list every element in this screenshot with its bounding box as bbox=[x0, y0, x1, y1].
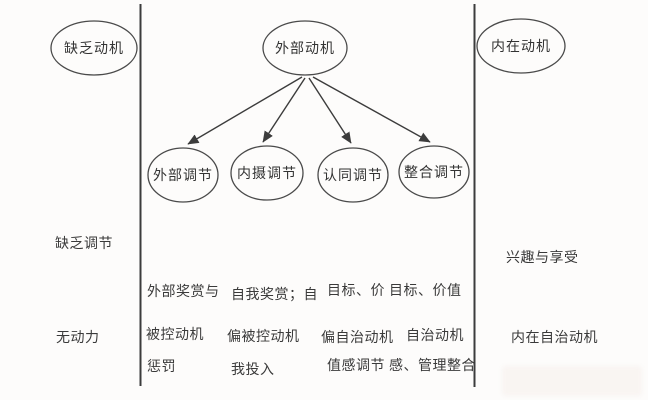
ellipse-amotivation bbox=[50, 20, 138, 76]
node-label-intrinsic-motivation: 内在动机 bbox=[491, 39, 551, 55]
node-label-introjected-regulation: 内摄调节 bbox=[237, 166, 297, 182]
arrow-to-external-regulation bbox=[187, 76, 303, 145]
arrow-to-introjected-regulation bbox=[262, 77, 306, 143]
label-goal-value-line2: 值感调节 bbox=[327, 358, 385, 374]
label-external-rewards-line2: 惩罚 bbox=[147, 359, 176, 375]
arrow-to-integrated-regulation bbox=[312, 76, 431, 143]
label-goal-value-line1: 目标、价 bbox=[327, 283, 385, 299]
label-mostly-autonomous-motivation: 偏自治动机 bbox=[321, 330, 394, 346]
label-lack-of-regulation: 缺乏调节 bbox=[55, 236, 113, 252]
ellipse-intrinsic-motivation bbox=[476, 18, 566, 74]
arrow-to-identified-regulation bbox=[308, 77, 352, 144]
label-interest-enjoyment: 兴趣与享受 bbox=[506, 250, 579, 266]
label-external-rewards-line1: 外部奖赏与 bbox=[147, 284, 220, 300]
label-autonomous-motivation: 自治动机 bbox=[406, 328, 464, 344]
label-goal-value-regulation: 目标、价 值感调节 bbox=[327, 229, 385, 400]
node-label-amotivation: 缺乏动机 bbox=[64, 41, 124, 57]
label-self-reward-line2: 我投入 bbox=[231, 362, 275, 378]
node-label-identified-regulation: 认同调节 bbox=[323, 168, 383, 184]
ellipse-identified-regulation bbox=[317, 147, 389, 203]
label-external-rewards: 外部奖赏与 惩罚 bbox=[147, 230, 220, 400]
ellipse-extrinsic-motivation bbox=[262, 20, 348, 76]
label-goal-value-integration: 目标、价值 感、管理整合 bbox=[389, 229, 476, 400]
label-mostly-controlled-motivation: 偏被控动机 bbox=[227, 329, 300, 345]
node-label-extrinsic-motivation: 外部动机 bbox=[275, 41, 335, 57]
watermark-smudge bbox=[502, 366, 642, 396]
label-controlled-motivation: 被控动机 bbox=[146, 327, 204, 343]
label-self-reward-line1: 自我奖赏；自 bbox=[231, 287, 318, 303]
node-label-external-regulation: 外部调节 bbox=[153, 168, 213, 184]
label-no-drive: 无动力 bbox=[56, 330, 100, 346]
label-goal-value-integration-line2: 感、管理整合 bbox=[389, 358, 476, 374]
label-self-reward: 自我奖赏；自 我投入 bbox=[231, 233, 318, 400]
ellipse-external-regulation bbox=[147, 147, 219, 203]
label-goal-value-integration-line1: 目标、价值 bbox=[389, 283, 462, 299]
node-label-integrated-regulation: 整合调节 bbox=[404, 165, 464, 181]
ellipse-integrated-regulation bbox=[398, 145, 470, 199]
label-intrinsic-autonomous-motivation: 内在自治动机 bbox=[511, 330, 598, 346]
ellipse-introjected-regulation bbox=[230, 145, 304, 201]
